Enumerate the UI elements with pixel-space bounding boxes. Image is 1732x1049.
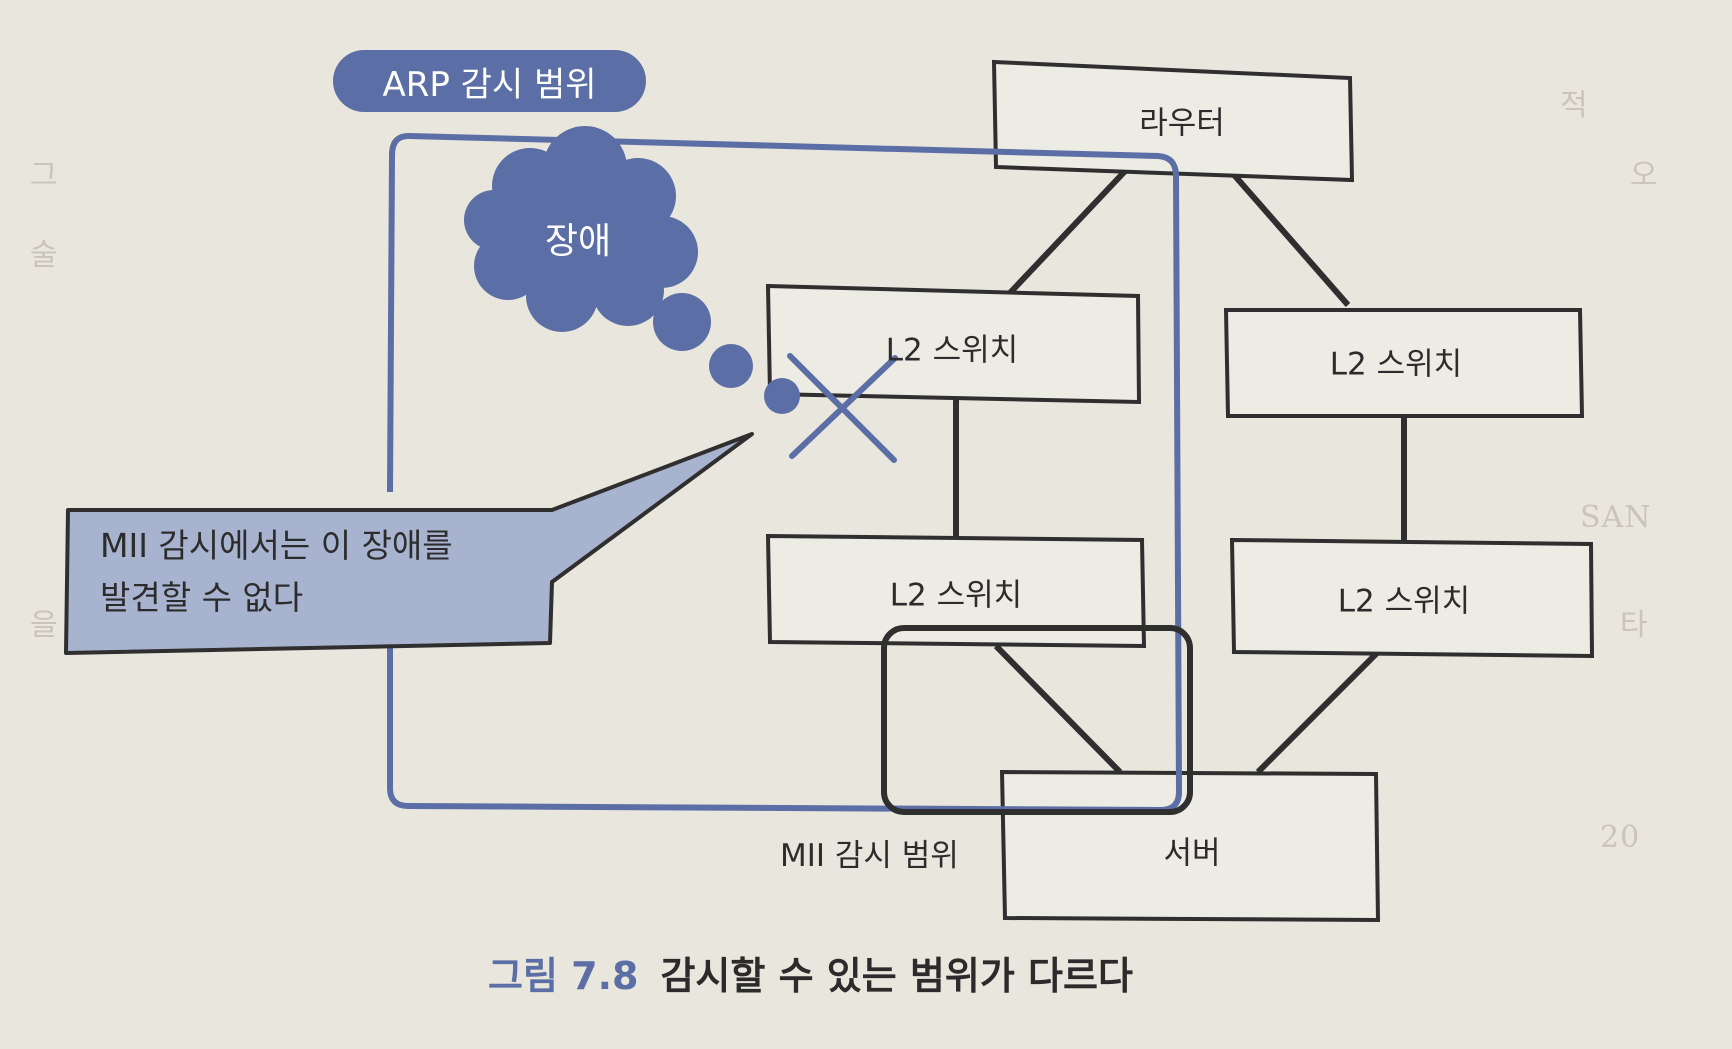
l2-switch-bottom-left-label: L2 스위치 [889, 577, 1023, 614]
background-text: SAN [1580, 500, 1652, 535]
l2-switch-top-right-box [1223, 308, 1585, 418]
mii-range-label: MII 감시 범위 [780, 838, 959, 874]
background-text: 그 [30, 158, 59, 193]
failure-cloud [464, 126, 800, 414]
failure-x-icon [787, 353, 898, 463]
link-l2-left-server [993, 643, 1123, 775]
arp-range-outline [387, 132, 1183, 814]
thought-bubble-large [653, 293, 711, 351]
background-text: 오 [1630, 158, 1659, 193]
arp-range-badge: ARP 감시 범위 [333, 50, 646, 112]
router-label: 라우터 [1139, 105, 1225, 142]
callout-bubble [64, 432, 754, 655]
figure-number: 그림 7.8 [488, 954, 639, 998]
failure-label: 장애 [544, 221, 612, 262]
arp-range-label: ARP 감시 범위 [382, 64, 597, 105]
background-text: 을 [30, 608, 59, 643]
l2-switch-top-right-label: L2 스위치 [1329, 346, 1463, 383]
background-text: 술 [30, 238, 59, 273]
router-box [991, 59, 1355, 183]
link-l2-right-server [1255, 649, 1381, 775]
device-boxes [765, 59, 1595, 923]
background-text: 타 [1620, 608, 1649, 643]
callout-text: MII 감시에서는 이 장애를 발견할 수 없다 [100, 520, 453, 624]
thought-bubble-small [764, 378, 800, 414]
figure-title: 감시할 수 있는 범위가 다르다 [660, 954, 1133, 998]
l2-switch-top-left-box [765, 283, 1142, 405]
l2-switch-bottom-left-box [765, 533, 1147, 649]
callout-line-2: 발견할 수 없다 [100, 578, 304, 617]
figure-caption: 그림 7.8 감시할 수 있는 범위가 다르다 [488, 945, 1133, 1000]
link-router-l2-right [1225, 166, 1351, 307]
mii-range-outline [881, 625, 1193, 815]
l2-switch-top-left-label: L2 스위치 [885, 332, 1019, 369]
callout-line-1: MII 감시에서는 이 장애를 [100, 526, 453, 565]
link-router-l2-left [1005, 165, 1131, 298]
thought-bubble-medium [709, 344, 753, 388]
l2-switch-bottom-right-label: L2 스위치 [1337, 583, 1471, 620]
background-text: 적 [1560, 88, 1589, 123]
l2-switch-bottom-right-box [1229, 537, 1595, 659]
background-text: 20 [1600, 820, 1641, 855]
server-label: 서버 [1163, 835, 1221, 872]
connection-lines [953, 165, 1407, 775]
